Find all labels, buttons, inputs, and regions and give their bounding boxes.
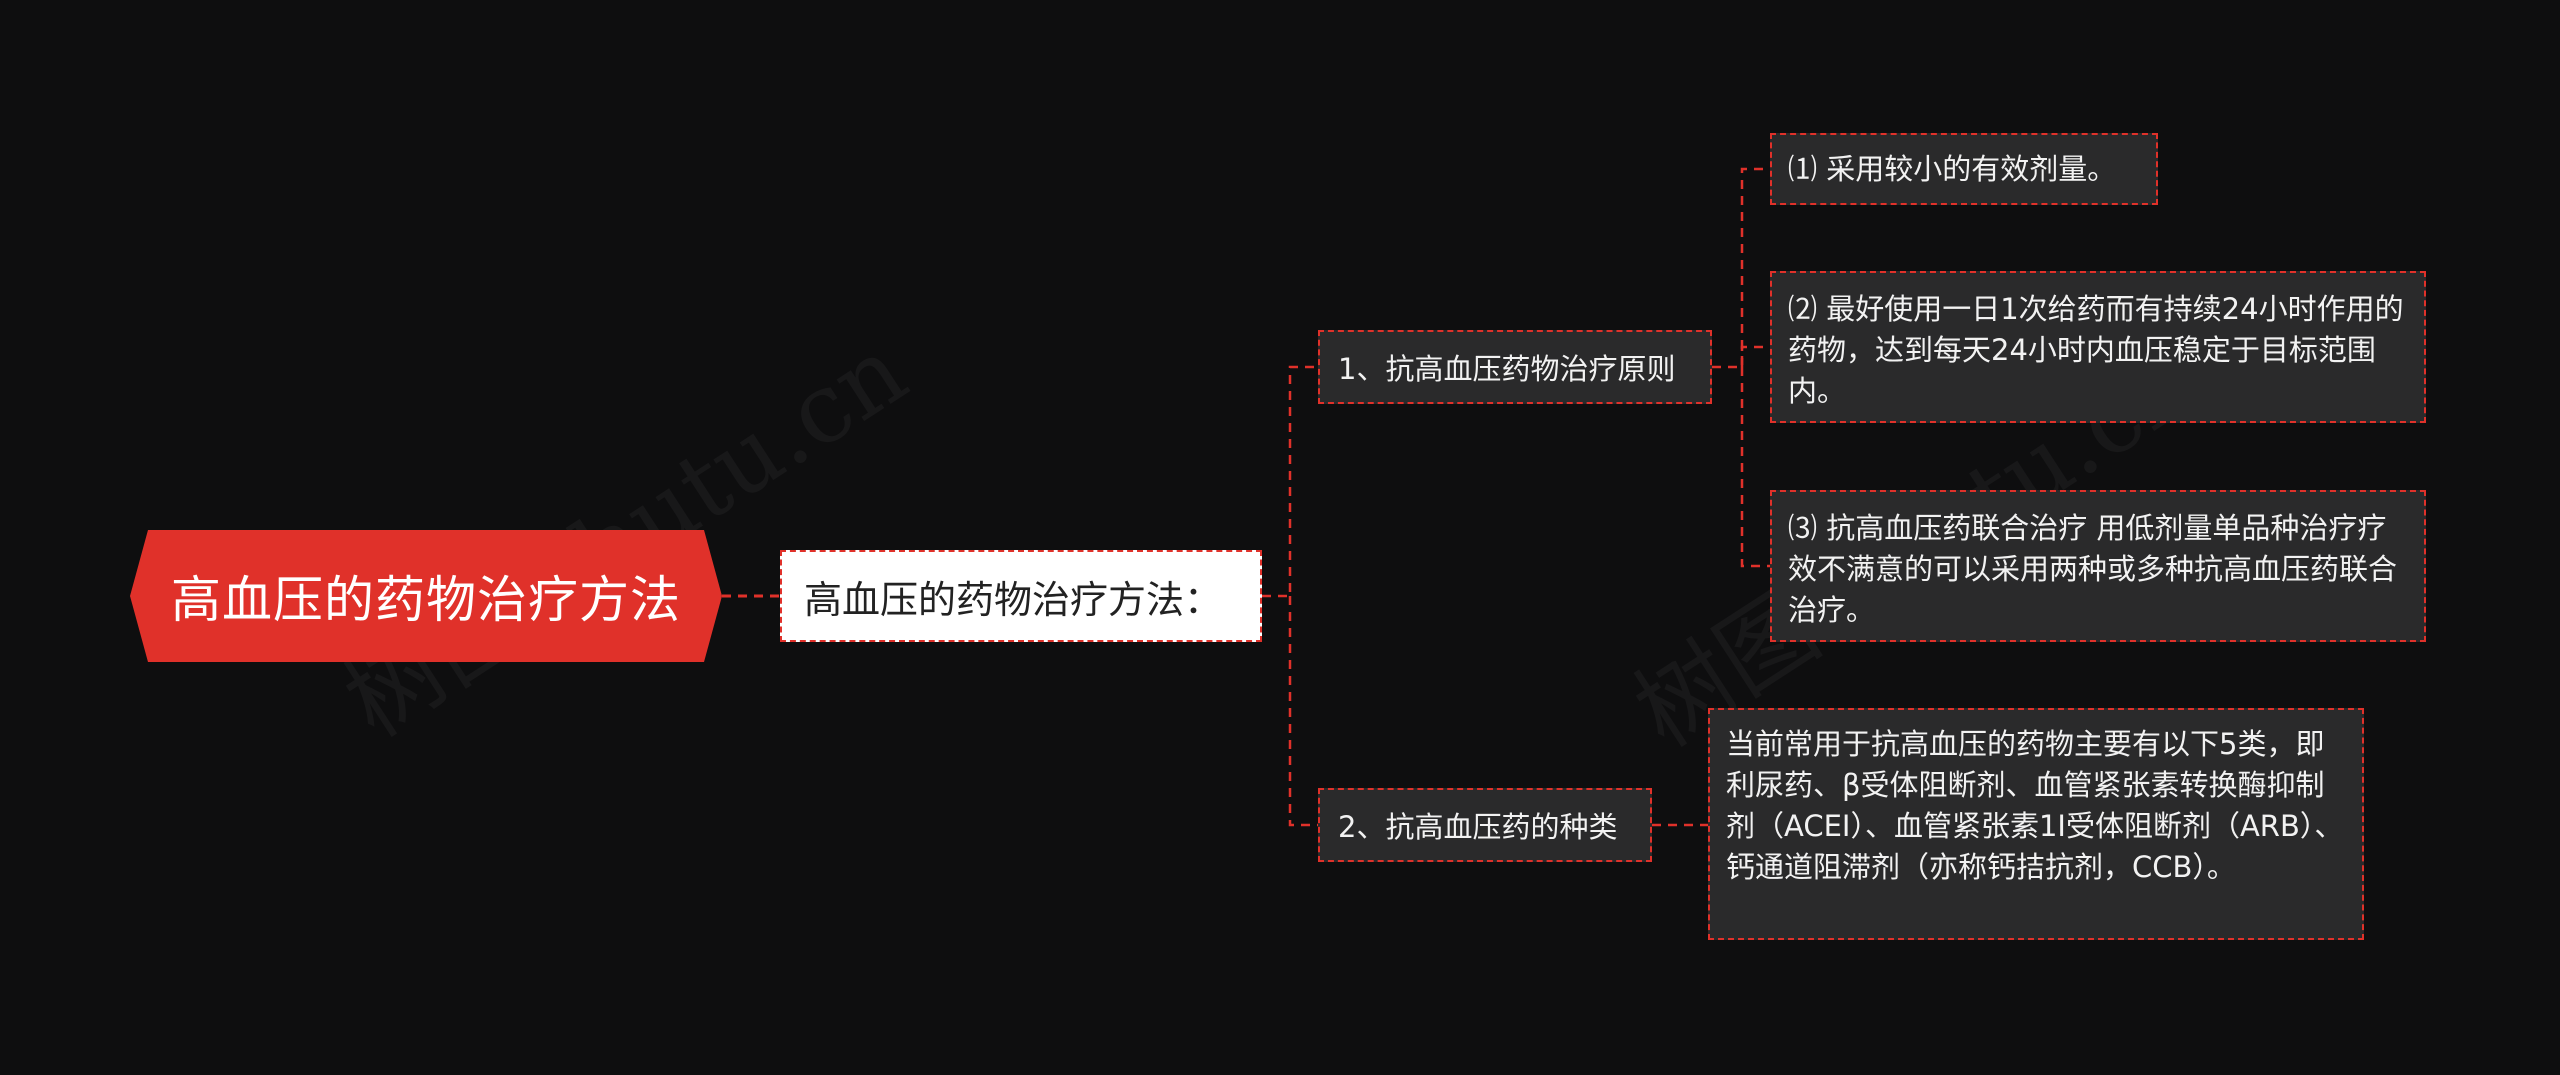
connector-branch1-leaf-3 (1740, 367, 1770, 568)
leaf-label: ⑴ 采用较小的有效剂量。 (1788, 152, 2117, 186)
leaf-node[interactable]: 当前常用于抗高血压的药物主要有以下5类，即利尿药、β受体阻断剂、血管紧张素转换酶… (1708, 708, 2364, 940)
connector-branch1-leaf-2 (1740, 345, 1770, 367)
leaf-node[interactable]: ⑵ 最好使用一日1次给药而有持续24小时作用的药物，达到每天24小时内血压稳定于… (1770, 271, 2426, 423)
connector-hub-branch-2 (1288, 596, 1318, 827)
leaf-label: ⑵ 最好使用一日1次给药而有持续24小时作用的药物，达到每天24小时内血压稳定于… (1788, 292, 2404, 408)
branch-node-principles[interactable]: 1、抗高血压药物治疗原则 (1318, 330, 1712, 404)
root-node[interactable]: 高血压的药物治疗方法 (130, 530, 722, 662)
branch-node-drug-types[interactable]: 2、抗高血压药的种类 (1318, 788, 1652, 862)
leaf-node[interactable]: ⑶ 抗高血压药联合治疗 用低剂量单品种治疗疗效不满意的可以采用两种或多种抗高血压… (1770, 490, 2426, 642)
hub-node[interactable]: 高血压的药物治疗方法： (780, 550, 1262, 642)
branch-label: 2、抗高血压药的种类 (1338, 810, 1618, 844)
leaf-node[interactable]: ⑴ 采用较小的有效剂量。 (1770, 133, 2158, 205)
connector-hub-branch-1 (1262, 365, 1318, 598)
leaf-label: ⑶ 抗高血压药联合治疗 用低剂量单品种治疗疗效不满意的可以采用两种或多种抗高血压… (1788, 511, 2398, 627)
connector-branch1-leaf-1 (1712, 167, 1770, 369)
root-hexagon-shape (130, 530, 722, 662)
hub-label: 高血压的药物治疗方法： (804, 577, 1223, 622)
leaf-label: 当前常用于抗高血压的药物主要有以下5类，即利尿药、β受体阻断剂、血管紧张素转换酶… (1726, 727, 2344, 884)
branch-label: 1、抗高血压药物治疗原则 (1338, 352, 1676, 386)
root-label: 高血压的药物治疗方法 (171, 571, 681, 629)
